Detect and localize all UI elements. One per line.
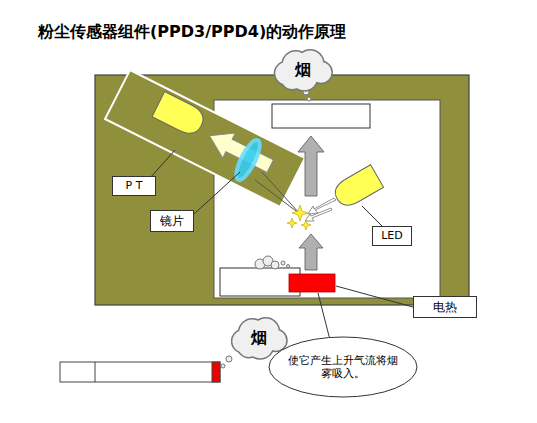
art-part (287, 265, 290, 268)
phototransistor (152, 92, 207, 139)
leader-line (362, 206, 382, 226)
node-text: LED (381, 229, 403, 242)
art-part (292, 205, 308, 221)
smoke-puff (255, 256, 290, 269)
leader-line (318, 293, 330, 340)
cigarette-tip (212, 362, 220, 382)
updraft-arrow (298, 136, 324, 196)
art-part (281, 261, 285, 265)
node-text: 电热 (433, 300, 457, 314)
smoke-bubble (307, 97, 311, 101)
smoke-bubble (226, 356, 232, 362)
part-label: 镜片 (150, 210, 194, 232)
part-label: 电热 (413, 296, 477, 318)
led-lamp (331, 165, 384, 211)
node-text: 镜片 (160, 214, 184, 228)
cigarette (60, 362, 220, 382)
node-text: 使它产生上升气流将烟雾吸入。 (287, 354, 399, 380)
light-ray (262, 172, 300, 214)
updraft-arrow (299, 234, 323, 270)
art-part (331, 165, 384, 211)
leader-line (194, 172, 240, 214)
smoke-cloud: 烟 (273, 50, 333, 90)
led-beam (305, 208, 332, 221)
art-part (152, 92, 207, 139)
art-part (271, 261, 279, 269)
lens (232, 137, 264, 183)
inlet-box (220, 268, 300, 296)
cigarette-filter-line (95, 362, 96, 382)
leader-line (336, 286, 413, 307)
node-text: P T (126, 179, 143, 192)
node-text: 烟 (295, 60, 311, 79)
callout-shape (269, 337, 417, 397)
callout-ellipse: 使它产生上升气流将烟雾吸入。 (268, 336, 418, 398)
scatter-sparkle (287, 205, 311, 230)
leader-line (150, 150, 175, 178)
art-part (287, 218, 297, 228)
part-label: LED (372, 226, 412, 246)
heater (289, 274, 335, 292)
node-text: 烟 (251, 328, 267, 347)
smoke-bubble (221, 364, 225, 368)
light-ray (255, 180, 300, 214)
diagram-title: 粉尘传感器组件(PPD3/PPD4)的动作原理 (38, 22, 346, 43)
part-label: P T (112, 176, 156, 196)
art-part (301, 220, 311, 230)
outlet-box (272, 104, 370, 128)
